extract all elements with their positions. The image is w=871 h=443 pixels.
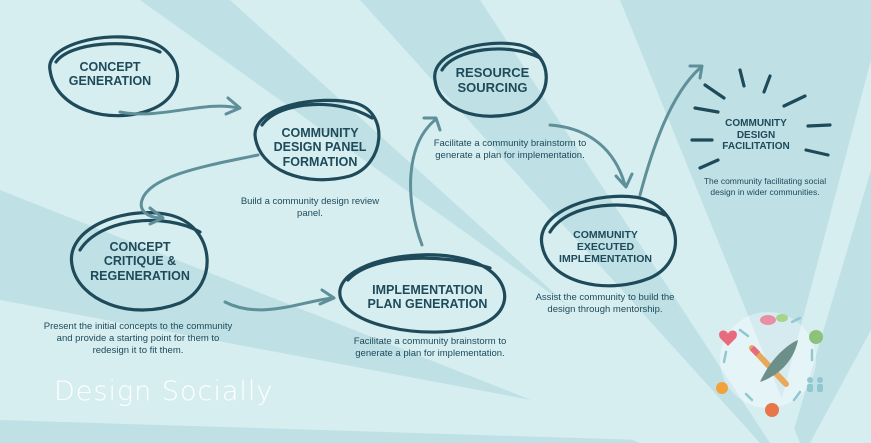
sun-icon — [716, 382, 728, 394]
arrowhead-1 — [224, 96, 242, 116]
facilitation-title: COMMUNITY DESIGN FACILITATION — [722, 118, 790, 152]
executed-implementation-description: Assist the community to build the design… — [535, 292, 675, 315]
implementation-plan-circle — [338, 253, 507, 334]
resource-sourcing-title: RESOURCE SOURCING — [455, 65, 530, 95]
face-icon — [765, 403, 779, 417]
concept-generation-circle — [48, 35, 180, 118]
arrow-panel-to-critique — [139, 153, 260, 220]
arrowhead-2 — [148, 206, 165, 226]
implementation-plan-description: Facilitate a community brainstorm to gen… — [353, 336, 507, 359]
heart-icon — [719, 330, 737, 346]
icon-cluster — [716, 312, 823, 417]
arrowhead-3 — [318, 288, 336, 306]
arrowhead-4 — [422, 116, 442, 132]
critique-circle — [69, 211, 209, 312]
gears-icon — [809, 330, 823, 344]
panel-formation-description: Build a community design review panel. — [240, 196, 380, 219]
critique-title: CONCEPT CRITIQUE & REGENERATION — [90, 240, 190, 283]
panel-formation-title: COMMUNITY DESIGN PANEL FORMATION — [273, 126, 367, 169]
arrow-critique-to-plan — [223, 296, 334, 312]
facilitation-burst — [690, 68, 832, 170]
arrow-plan-to-resource — [409, 118, 437, 247]
resource-sourcing-circle — [433, 41, 548, 118]
concept-generation-title: CONCEPT GENERATION — [68, 60, 152, 89]
brand-logo-text: Design Socially — [54, 376, 274, 407]
arrow-resource-to-executed — [548, 123, 627, 187]
resource-sourcing-description: Facilitate a community brainstorm to gen… — [433, 138, 587, 161]
arrow-executed-to-facilitation — [638, 66, 702, 197]
arrowhead-6 — [688, 64, 704, 80]
implementation-plan-title: IMPLEMENTATION PLAN GENERATION — [367, 283, 488, 312]
arrow-generation-to-panel — [118, 104, 240, 116]
arrowhead-5 — [614, 172, 634, 189]
executed-implementation-title: COMMUNITY EXECUTED IMPLEMENTATION — [559, 229, 652, 266]
facilitation-description: The community facilitating social design… — [703, 176, 827, 197]
panel-formation-circle — [253, 98, 381, 182]
executed-implementation-circle — [540, 194, 678, 288]
critique-description: Present the initial concepts to the comm… — [43, 321, 233, 356]
people-icon — [807, 377, 823, 392]
pencil-icon — [749, 345, 789, 387]
leaf-icon — [760, 340, 798, 382]
chat-bubbles-icon — [760, 315, 776, 325]
